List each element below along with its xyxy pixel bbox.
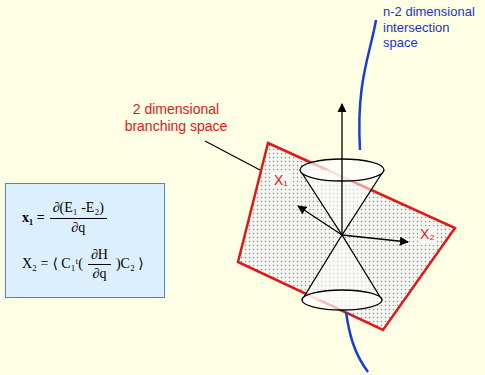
energy-arrow — [341, 104, 342, 235]
intersection-curve — [359, 20, 376, 150]
fraction-denominator: ∂q — [68, 219, 88, 237]
equation-term: ⟨ C₁ᵗ( — [50, 256, 85, 273]
axis-label: X₂ — [418, 226, 437, 243]
lower-cone-rim — [302, 290, 382, 310]
branching-space-label: 2 dimensional branching space — [108, 101, 244, 135]
axis-label: X₁ — [272, 172, 290, 189]
equation-term: )C₂ ⟩ — [114, 256, 146, 273]
equation-box: x₁ =∂(E₁ -E₂)∂qX₂ =⟨ C₁ᵗ(∂H∂q)C₂ ⟩ — [5, 183, 165, 298]
equation-term: x₁ = — [20, 210, 47, 227]
intersection-curve — [346, 312, 368, 372]
fraction: ∂H∂q — [88, 247, 111, 284]
leader-line — [205, 141, 260, 170]
equation-row: X₂ =⟨ C₁ᵗ(∂H∂q)C₂ ⟩ — [20, 247, 152, 284]
fraction-numerator: ∂(E₁ -E₂) — [50, 200, 107, 219]
fraction: ∂(E₁ -E₂)∂q — [50, 200, 107, 237]
fraction-numerator: ∂H — [88, 247, 111, 266]
fraction-denominator: ∂q — [89, 265, 109, 283]
equation-row: x₁ =∂(E₁ -E₂)∂q — [20, 200, 152, 237]
equation-term: X₂ = — [20, 256, 50, 273]
axis-arrow — [342, 235, 408, 242]
intersection-space-label: n-2 dimensional intersection space — [383, 4, 481, 51]
branching-plane — [238, 143, 455, 330]
